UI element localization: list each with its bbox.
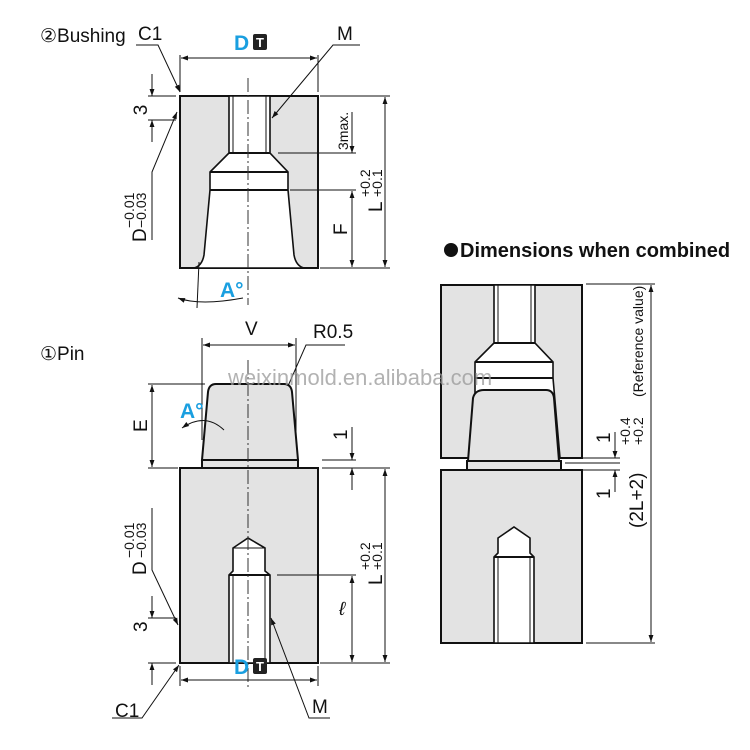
pin-l-tol-lower: +0.1 bbox=[369, 542, 385, 570]
pin-tol-lower: −0.03 bbox=[133, 522, 149, 558]
dim-v: V bbox=[245, 319, 258, 340]
dim-3: 3 bbox=[131, 105, 152, 116]
combined-tol-upper: +0.4 bbox=[617, 417, 633, 445]
bushing-title: ②Bushing bbox=[40, 26, 126, 47]
dim-e: E bbox=[131, 419, 152, 432]
pin-l-tol-upper: +0.2 bbox=[357, 542, 373, 570]
tol-d: D bbox=[130, 228, 151, 242]
diameter-label: D bbox=[234, 32, 249, 55]
thread-label: M bbox=[337, 24, 353, 45]
tol-lower: −0.03 bbox=[133, 192, 149, 228]
pin-diameter-label: D bbox=[234, 656, 249, 679]
pin-drawing: ①Pin V R0.5 E A° 1 L +0.2 +0.1 ℓ bbox=[40, 319, 390, 722]
combined-dim-1a: 1 bbox=[594, 432, 615, 443]
pin-t-badge-text: T bbox=[256, 659, 264, 674]
combined-tol-lower: +0.2 bbox=[630, 417, 646, 445]
reference-note: (Reference value) bbox=[630, 286, 646, 397]
pin-thread-hole bbox=[228, 537, 271, 664]
pin-t-badge bbox=[253, 658, 267, 674]
bullet-icon bbox=[444, 243, 458, 257]
pin-chamfer-label: C1 bbox=[115, 701, 139, 722]
dim-l: L bbox=[366, 201, 387, 212]
pin-thread-label: M bbox=[312, 697, 328, 718]
pin-head bbox=[200, 383, 300, 461]
dim-1: 1 bbox=[331, 429, 352, 440]
combined-pin-head bbox=[466, 389, 561, 462]
combined-dim-1b: 1 bbox=[594, 488, 615, 499]
combined-title: Dimensions when combined bbox=[460, 240, 730, 262]
radius-label: R0.5 bbox=[313, 322, 353, 343]
combined-total: (2L+2) bbox=[627, 473, 648, 528]
dim-f: F bbox=[331, 223, 352, 235]
pin-tol-d: D bbox=[130, 561, 151, 575]
t-badge bbox=[253, 34, 267, 50]
watermark: weixinmold.en.alibaba.com bbox=[227, 365, 492, 390]
chamfer-label: C1 bbox=[138, 24, 162, 45]
pin-angle-label: A° bbox=[180, 400, 204, 423]
bushing-drawing: ②Bushing D T C1 M 3 D −0.01 −0.03 bbox=[40, 24, 390, 309]
pin-dim-3: 3 bbox=[131, 621, 152, 632]
pin-title: ①Pin bbox=[40, 344, 85, 365]
combined-drawing: Dimensions when combined 1 1 (2L+2) +0.4… bbox=[440, 240, 730, 644]
dim-3max: 3max. bbox=[335, 112, 351, 150]
dim-ell: ℓ bbox=[338, 599, 346, 620]
t-badge-text: T bbox=[256, 35, 264, 50]
l-tol-lower: +0.1 bbox=[369, 169, 385, 197]
pin-band bbox=[201, 459, 299, 469]
bushing-bore bbox=[193, 95, 305, 269]
pin-dim-l: L bbox=[366, 574, 387, 585]
pin-tol-upper: −0.01 bbox=[121, 522, 137, 558]
l-tol-upper: +0.2 bbox=[357, 169, 373, 197]
angle-label: A° bbox=[220, 279, 244, 302]
tol-upper: −0.01 bbox=[121, 192, 137, 228]
